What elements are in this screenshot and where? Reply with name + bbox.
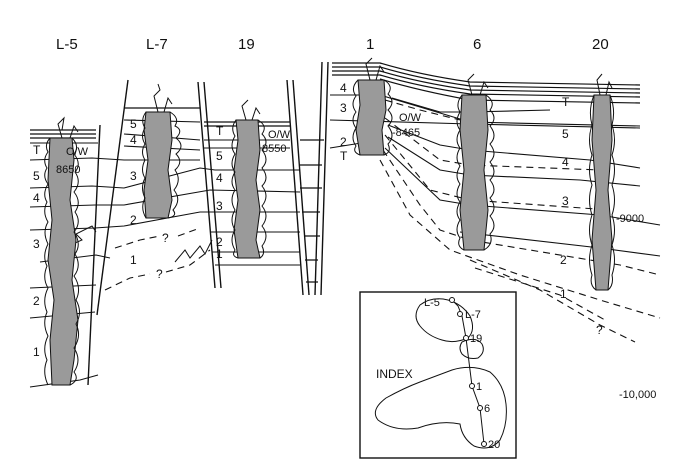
zone-l5-3: 3 (33, 237, 40, 251)
zone-1-T: T (340, 149, 348, 163)
fault-lines (87, 61, 329, 386)
zone-19-1: 1 (216, 247, 223, 261)
zone-19-T: T (216, 124, 224, 138)
zone-19-3: 3 (216, 199, 223, 213)
fault-block-ticks (300, 139, 324, 283)
zone-19-2: 2 (216, 235, 223, 249)
depth-label-10000: -10,000 (619, 389, 656, 401)
well-log-19 (231, 99, 267, 259)
well-log-1 (352, 57, 393, 156)
index-well-19 (463, 335, 469, 341)
zone-l7-1: 1 (130, 253, 137, 267)
well-label-19: 19 (238, 36, 255, 53)
zone-l7-q2: ? (156, 267, 163, 281)
index-outline-south (374, 366, 507, 449)
zone-l5-T: T (33, 143, 41, 157)
zone-19-5: 5 (216, 149, 223, 163)
well-log-l7 (142, 83, 182, 219)
zone-l7-5: 5 (130, 117, 137, 131)
well-label-l5: L-5 (56, 36, 78, 53)
index-label-l5: L-5 (424, 297, 440, 309)
depth-label-9000: -9000 (616, 213, 644, 225)
zone-l7-3: 3 (130, 169, 137, 183)
zone-19-4: 4 (216, 171, 223, 185)
zone-e-1: 1 (560, 287, 567, 301)
zone-l7-4: 4 (130, 133, 137, 147)
zone-l5-5: 5 (33, 169, 40, 183)
well-label-1: 1 (366, 36, 374, 53)
well-log-6 (456, 73, 495, 251)
zone-l5-4: 4 (33, 191, 40, 205)
zone-1-2: 2 (340, 135, 347, 149)
zone-e-3: 3 (562, 194, 569, 208)
zone-e-q: ? (596, 323, 603, 337)
zone-l5-2: 2 (33, 294, 40, 308)
zone-l7-2: 2 (130, 213, 137, 227)
index-well-1 (469, 383, 475, 389)
index-label-19: 19 (470, 333, 482, 345)
zone-e-2: 2 (560, 253, 567, 267)
index-well-l5 (449, 297, 455, 303)
ow-label-l5: O/W (66, 146, 89, 158)
ow-label-1: O/W (399, 112, 422, 124)
well-label-l7: L-7 (146, 36, 168, 53)
zone-e-4: 4 (562, 155, 569, 169)
ow-depth-l5: 8650 (56, 164, 80, 176)
zone-l7-q1: ? (162, 231, 169, 245)
well-log-l5 (44, 116, 80, 386)
index-map: INDEX L-5 L-7 19 1 6 20 (359, 291, 517, 459)
zone-1-4: 4 (340, 81, 347, 95)
index-well-l7 (457, 311, 463, 317)
zone-e-T: T (562, 95, 570, 109)
ow-label-19: O/W (268, 129, 291, 141)
zone-l5-1: 1 (33, 345, 40, 359)
index-well-20 (481, 441, 487, 447)
index-label-1: 1 (476, 381, 482, 393)
index-well-6 (477, 405, 483, 411)
index-label-20: 20 (488, 439, 500, 451)
well-label-20: 20 (592, 36, 609, 53)
ow-depth-1: -8465 (392, 127, 420, 139)
index-label-6: 6 (484, 403, 490, 415)
zone-e-5: 5 (562, 127, 569, 141)
zone-1-3: 3 (340, 101, 347, 115)
well-log-20 (589, 73, 615, 291)
well-label-6: 6 (473, 36, 481, 53)
index-outline-middle (459, 338, 484, 359)
index-title: INDEX (376, 367, 413, 381)
index-label-l7: L-7 (465, 309, 481, 321)
ow-depth-19: 8550 (262, 143, 286, 155)
